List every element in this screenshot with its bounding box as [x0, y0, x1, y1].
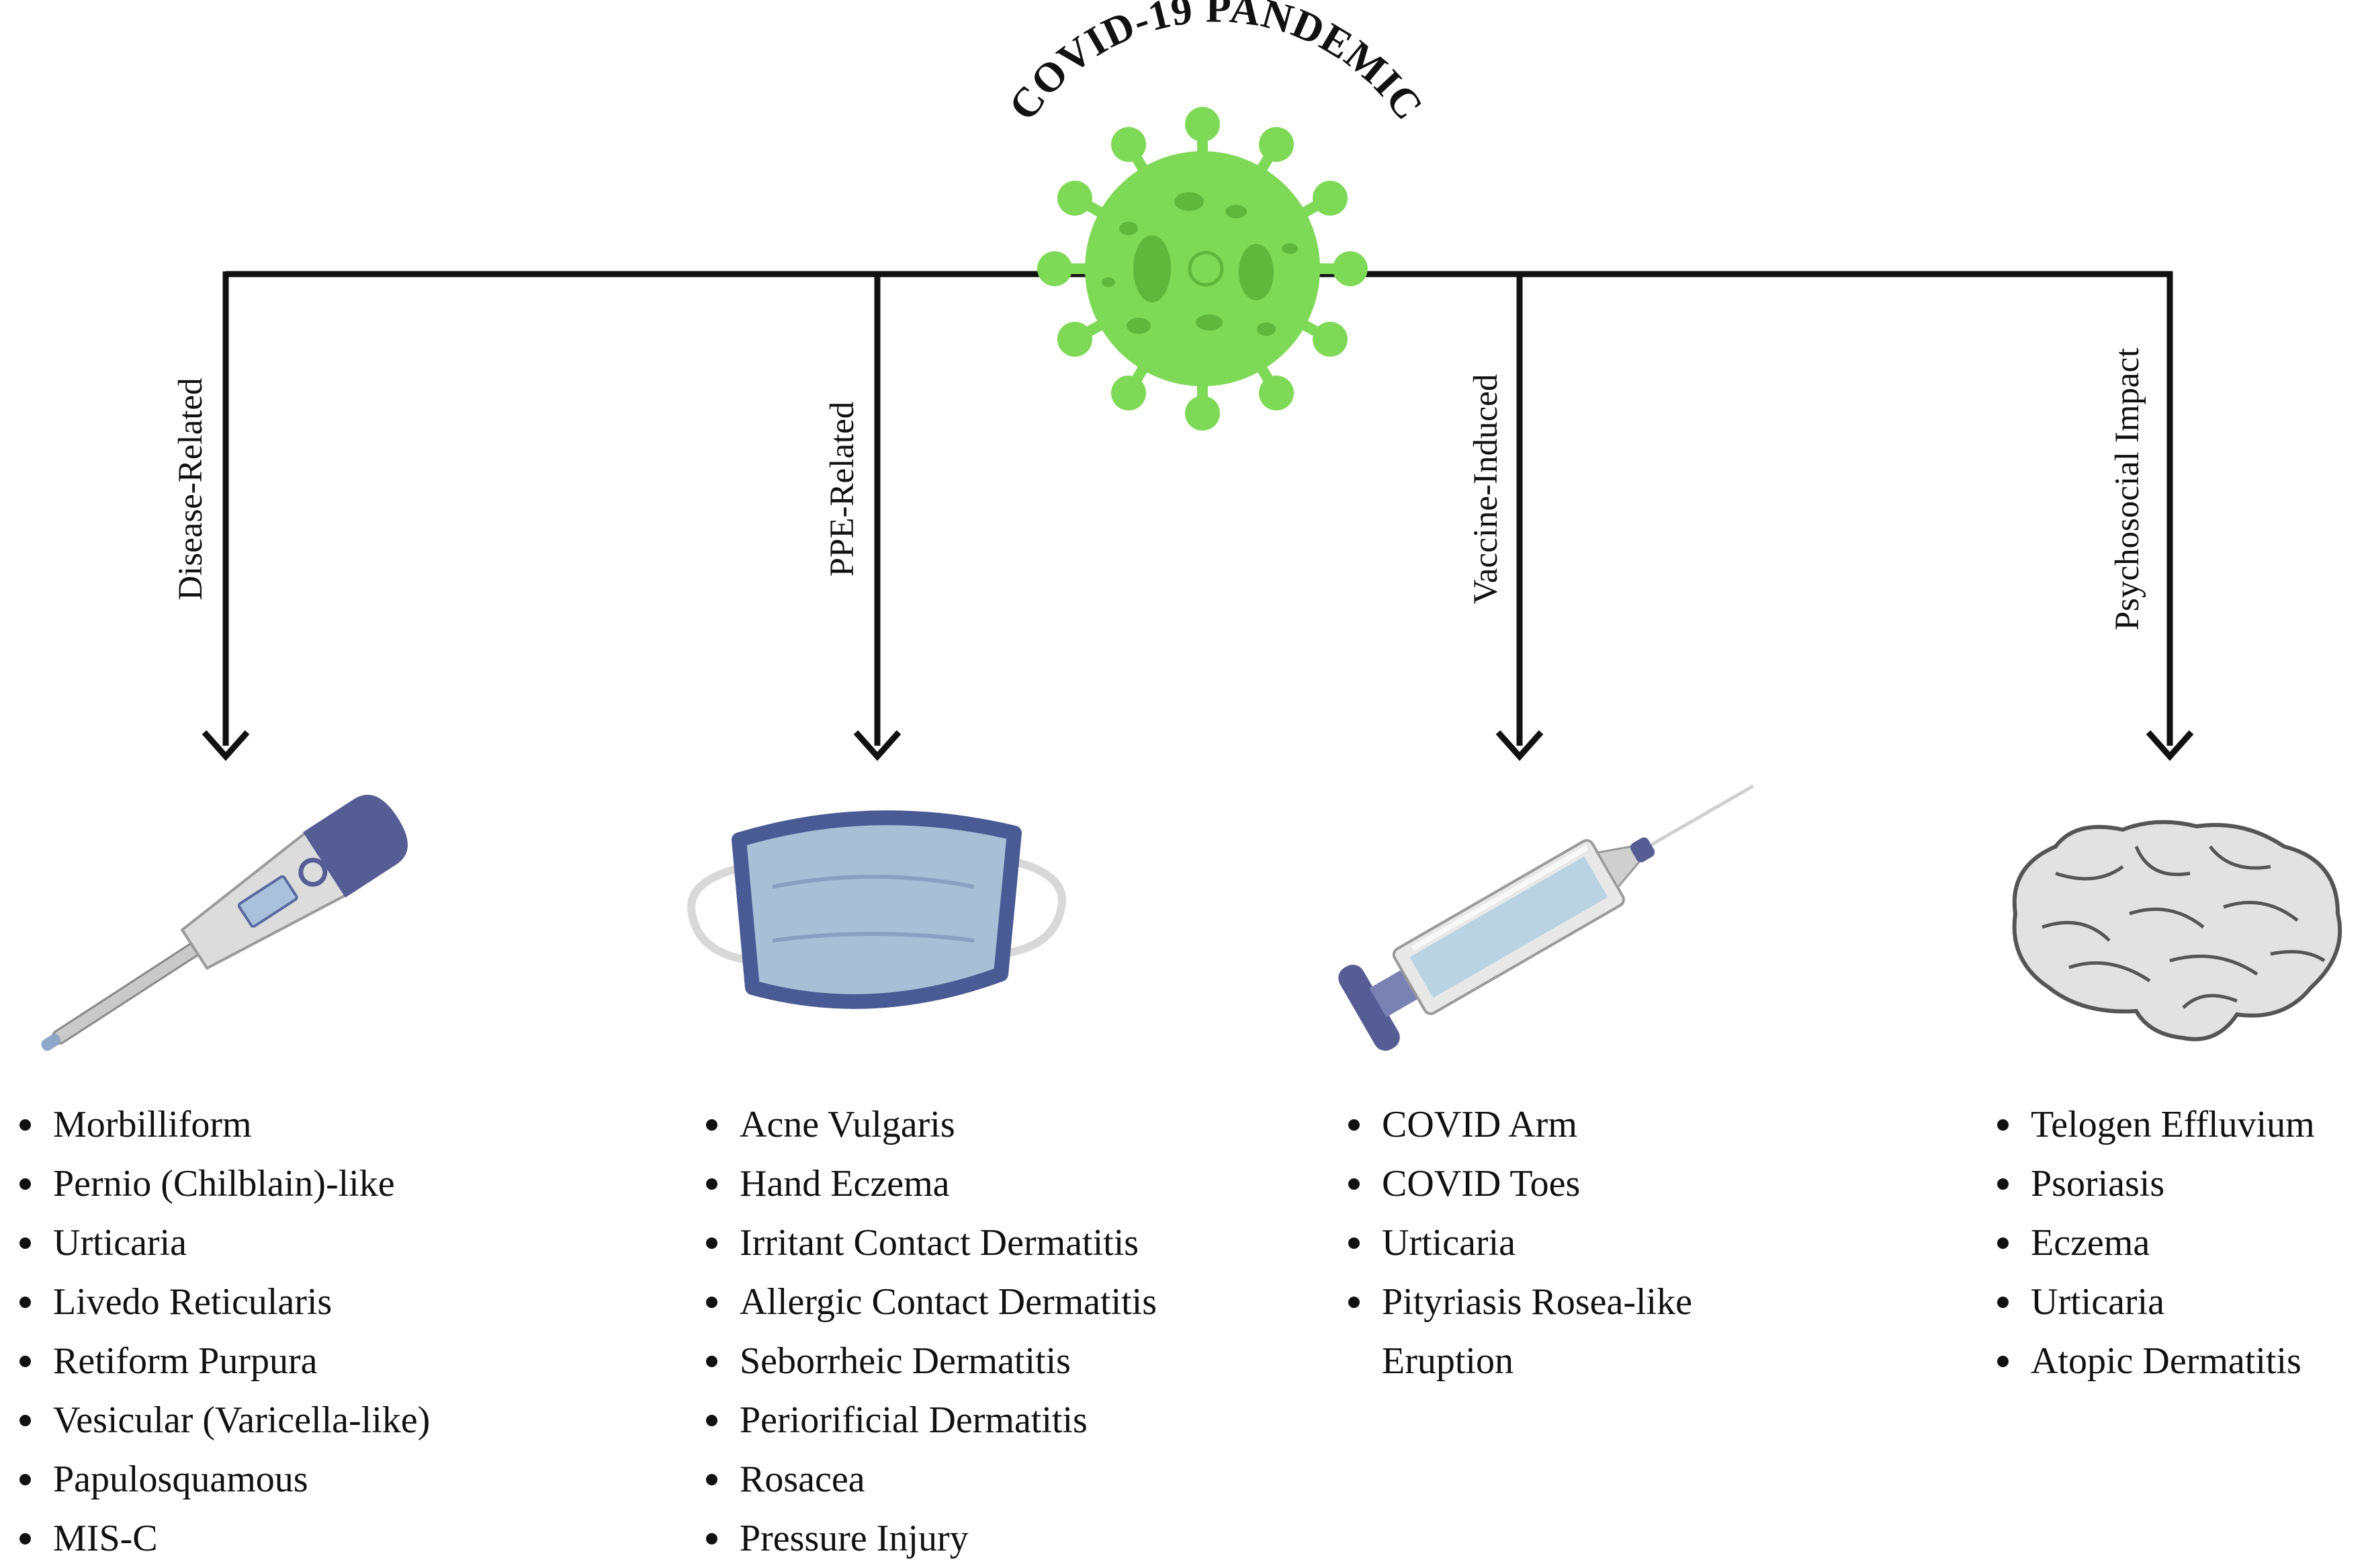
bullet-icon [706, 1178, 717, 1190]
list-item: Psoriasis [1992, 1154, 2315, 1213]
list-item: Urticaria [1344, 1213, 1692, 1272]
list-item: Acne Vulgaris [701, 1095, 1157, 1154]
list-psychosocial-impact: Telogen Effluvium Psoriasis Eczema Urtic… [1992, 1095, 2315, 1391]
list-item: Irritant Contact Dermatitis [701, 1213, 1157, 1272]
list-item: Hand Eczema [701, 1154, 1157, 1213]
bullet-icon [1997, 1297, 2009, 1308]
bullet-icon [19, 1237, 31, 1249]
bullet-icon [19, 1415, 31, 1426]
list-ppe-related: Acne Vulgaris Hand Eczema Irritant Conta… [701, 1095, 1157, 1568]
list-item: MIS-C [15, 1509, 430, 1568]
arrowhead-vaccine [1495, 730, 1544, 761]
bullet-icon [19, 1474, 31, 1485]
arrowhead-disease [202, 730, 250, 761]
list-item: Pityriasis Rosea-like [1344, 1272, 1692, 1332]
branch-label-ppe: PPE-Related [824, 401, 861, 577]
arrowhead-ppe [853, 730, 902, 761]
bullet-icon [1997, 1356, 2009, 1367]
bullet-icon [706, 1356, 717, 1367]
list-item: Eczema [1992, 1213, 2315, 1272]
bullet-icon [1348, 1237, 1360, 1249]
bullet-icon [706, 1415, 717, 1426]
bullet-icon [19, 1178, 31, 1190]
list-item: Vesicular (Varicella-like) [15, 1391, 430, 1450]
bullet-icon [706, 1474, 717, 1485]
branch-label-psychosocial: Psychosocial Impact [2109, 347, 2146, 631]
list-item: Pernio (Chilblain)-like [15, 1154, 430, 1213]
bullet-icon [706, 1119, 717, 1131]
list-vaccine-induced: COVID Arm COVID Toes Urticaria Pityriasi… [1344, 1095, 1692, 1391]
list-item: Urticaria [1992, 1272, 2315, 1332]
list-item: Livedo Reticularis [15, 1272, 430, 1332]
list-item: Allergic Contact Dermatitis [701, 1272, 1157, 1332]
list-disease-related: Morbilliform Pernio (Chilblain)-like Urt… [15, 1095, 430, 1568]
bullet-icon [19, 1297, 31, 1308]
bullet-icon [706, 1533, 717, 1544]
bullet-icon [1997, 1178, 2009, 1190]
arrowhead-psychosocial [2146, 730, 2194, 761]
bullet-icon [1997, 1119, 2009, 1131]
bullet-icon [1348, 1297, 1360, 1308]
list-item: Seborrheic Dermatitis [701, 1332, 1157, 1391]
list-item: Periorificial Dermatitis [701, 1391, 1157, 1450]
list-item: COVID Arm [1344, 1095, 1692, 1154]
list-item: Papulosquamous [15, 1450, 430, 1509]
bullet-icon [19, 1356, 31, 1367]
syringe-icon [1338, 784, 1754, 1051]
list-item: Atopic Dermatitis [1992, 1332, 2315, 1391]
bullet-icon [1348, 1178, 1360, 1190]
branch-label-disease: Disease-Related [172, 378, 210, 601]
bullet-icon [1348, 1119, 1360, 1131]
branch-label-vaccine: Vaccine-Induced [1467, 374, 1505, 605]
list-item-continuation: Eruption [1382, 1340, 1514, 1382]
list-item: Rosacea [701, 1450, 1157, 1509]
bullet-icon [19, 1119, 31, 1131]
virus-icon [1037, 107, 1368, 431]
brain-icon [2012, 820, 2342, 1041]
list-item: Morbilliform [15, 1095, 430, 1154]
list-item: Retiform Purpura [15, 1332, 430, 1391]
list-item: Pressure Injury [701, 1509, 1157, 1568]
face-mask-icon [687, 810, 1066, 1009]
bullet-icon [706, 1237, 717, 1249]
list-item: Telogen Effluvium [1992, 1095, 2315, 1154]
bullet-icon [1997, 1237, 2009, 1249]
list-item: COVID Toes [1344, 1154, 1692, 1213]
bullet-icon [19, 1533, 31, 1544]
diagram-title: COVID-19 PANDEMIC [1000, 0, 1432, 128]
list-item: Urticaria [15, 1213, 430, 1272]
bullet-icon [706, 1297, 717, 1308]
thermometer-icon [41, 795, 408, 1051]
